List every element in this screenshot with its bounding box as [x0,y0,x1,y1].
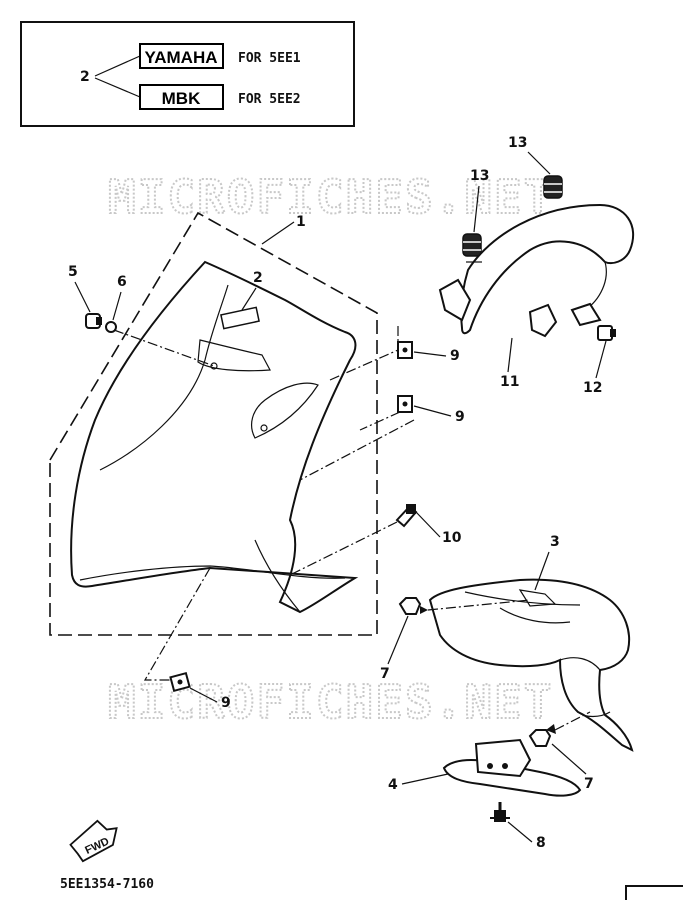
front-cover-assembly-outline [49,211,378,636]
bolt-12 [597,325,616,341]
corner-frame [625,885,683,900]
screw-10 [395,504,418,528]
badge-yamaha: YAMAHA [139,43,224,69]
callout-front-fender: 11 [500,374,519,390]
damper-b [462,233,482,257]
nut-clip-b [397,395,413,413]
callout-screw-mid: 10 [442,530,462,546]
bolt-5 [85,313,102,329]
plate-4 [442,738,582,797]
callout-damper-a: 13 [508,135,527,151]
callout-nut-outer: 7 [584,776,594,792]
front-cover [70,260,359,614]
nut-7-inner [398,597,428,615]
badge-mbk-text: MBK [162,89,201,108]
callout-plate: 4 [388,777,398,793]
emblem [220,306,260,330]
badge-mbk: MBK [139,84,224,110]
legend-callout: 2 [80,69,90,85]
washer-6 [105,321,117,333]
brand-legend-box: 2 YAMAHA FOR 5EE1 MBK FOR 5EE2 [20,21,355,127]
callout-nut-inner: 7 [380,666,390,682]
leg-shield [428,578,634,752]
callout-nut-clip-c: 9 [221,695,231,711]
nut-7-outer [528,724,556,747]
screw-8 [490,802,510,822]
callout-emblem: 2 [253,270,263,286]
callout-damper-b: 13 [470,168,489,184]
nut-clip-c [169,671,191,693]
damper-a [543,175,563,199]
callout-leg-shield: 3 [550,534,560,550]
drawing-code: 5EE1354-7160 [60,877,154,892]
note-mbk: FOR 5EE2 [238,92,301,107]
callout-bolt-left: 5 [68,264,78,280]
callout-nut-clip-a: 9 [450,348,460,364]
nut-clip-a [397,341,413,359]
front-fender [438,203,635,338]
callout-nut-clip-b: 9 [455,409,465,425]
callout-screw-bottom: 8 [536,835,546,851]
badge-yamaha-text: YAMAHA [144,48,217,67]
callout-front-cover: 1 [296,214,306,230]
callout-bolt-fender: 12 [583,380,602,396]
note-yamaha: FOR 5EE1 [238,51,301,66]
callout-washer: 6 [117,274,127,290]
fwd-arrow-icon: FWD [69,819,118,863]
